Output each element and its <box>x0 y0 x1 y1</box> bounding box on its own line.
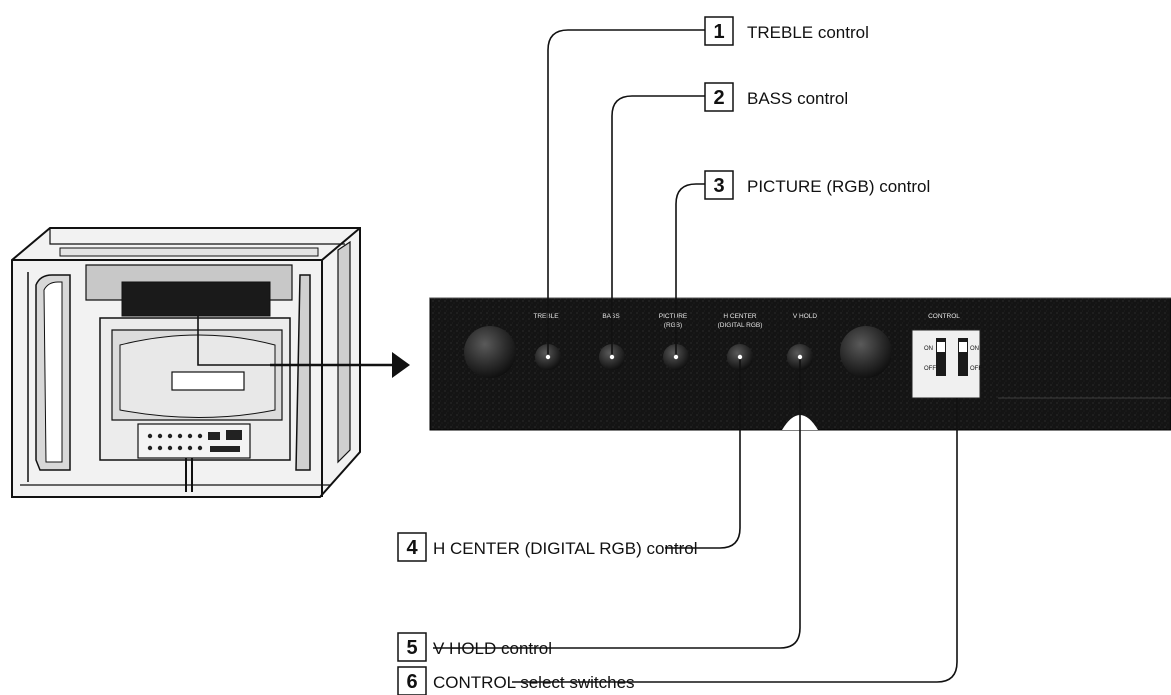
left-knob <box>464 326 516 378</box>
callout-3: 3 PICTURE (RGB) control <box>704 170 930 200</box>
callout-2: 2 BASS control <box>704 82 848 112</box>
callout-6-number: 6 <box>406 671 417 693</box>
panel-label-digital-rgb: (DIGITAL RGB) <box>718 322 763 329</box>
panel-label-picture-rgb: (RGB) <box>664 322 682 329</box>
switch-2-on-label: ON <box>970 346 979 352</box>
panel-label-h-center: H CENTER <box>723 313 757 320</box>
leader-line-6 <box>512 398 958 683</box>
leader-line-2 <box>611 95 705 357</box>
callout-6-label: CONTROL select switches <box>433 673 635 692</box>
pointer-arrow-head <box>392 352 410 378</box>
callout-5-label: V HOLD control <box>433 639 552 658</box>
callout-1: 1 TREBLE control <box>704 16 869 46</box>
switch-2-off-label: OFF <box>970 366 982 372</box>
tv-set-illustration <box>11 227 392 498</box>
callout-4-label: H CENTER (DIGITAL RGB) control <box>433 539 697 558</box>
callout-3-label: PICTURE (RGB) control <box>747 177 930 196</box>
callout-5-number: 5 <box>406 637 417 659</box>
leader-line-3 <box>675 183 705 357</box>
callout-4: 4 H CENTER (DIGITAL RGB) control <box>397 532 697 562</box>
callout-6: 6 CONTROL select switches <box>397 666 635 695</box>
right-knob <box>840 326 892 378</box>
panel-label-control: CONTROL <box>928 313 960 320</box>
callout-1-label: TREBLE control <box>747 23 869 42</box>
switch-1-on-label: ON <box>924 346 933 352</box>
switch-2-lever <box>959 342 967 352</box>
callout-2-number: 2 <box>713 87 724 109</box>
callout-4-number: 4 <box>406 537 418 559</box>
control-select-switches: ON OFF ON OFF <box>911 329 982 399</box>
callout-2-label: BASS control <box>747 89 848 108</box>
leader-line-5 <box>433 357 801 649</box>
callout-3-number: 3 <box>713 175 724 197</box>
callout-1-number: 1 <box>713 21 724 43</box>
panel-label-picture: PICTURE <box>659 313 688 320</box>
panel-label-treble: TREBLE <box>533 313 559 320</box>
switch-1-lever <box>937 342 945 352</box>
switch-1-off-label: OFF <box>924 366 936 372</box>
leader-line-1 <box>547 29 705 357</box>
callout-5: 5 V HOLD control <box>397 632 552 662</box>
leader-line-4 <box>665 357 741 549</box>
panel-label-v-hold: V HOLD <box>793 313 818 320</box>
